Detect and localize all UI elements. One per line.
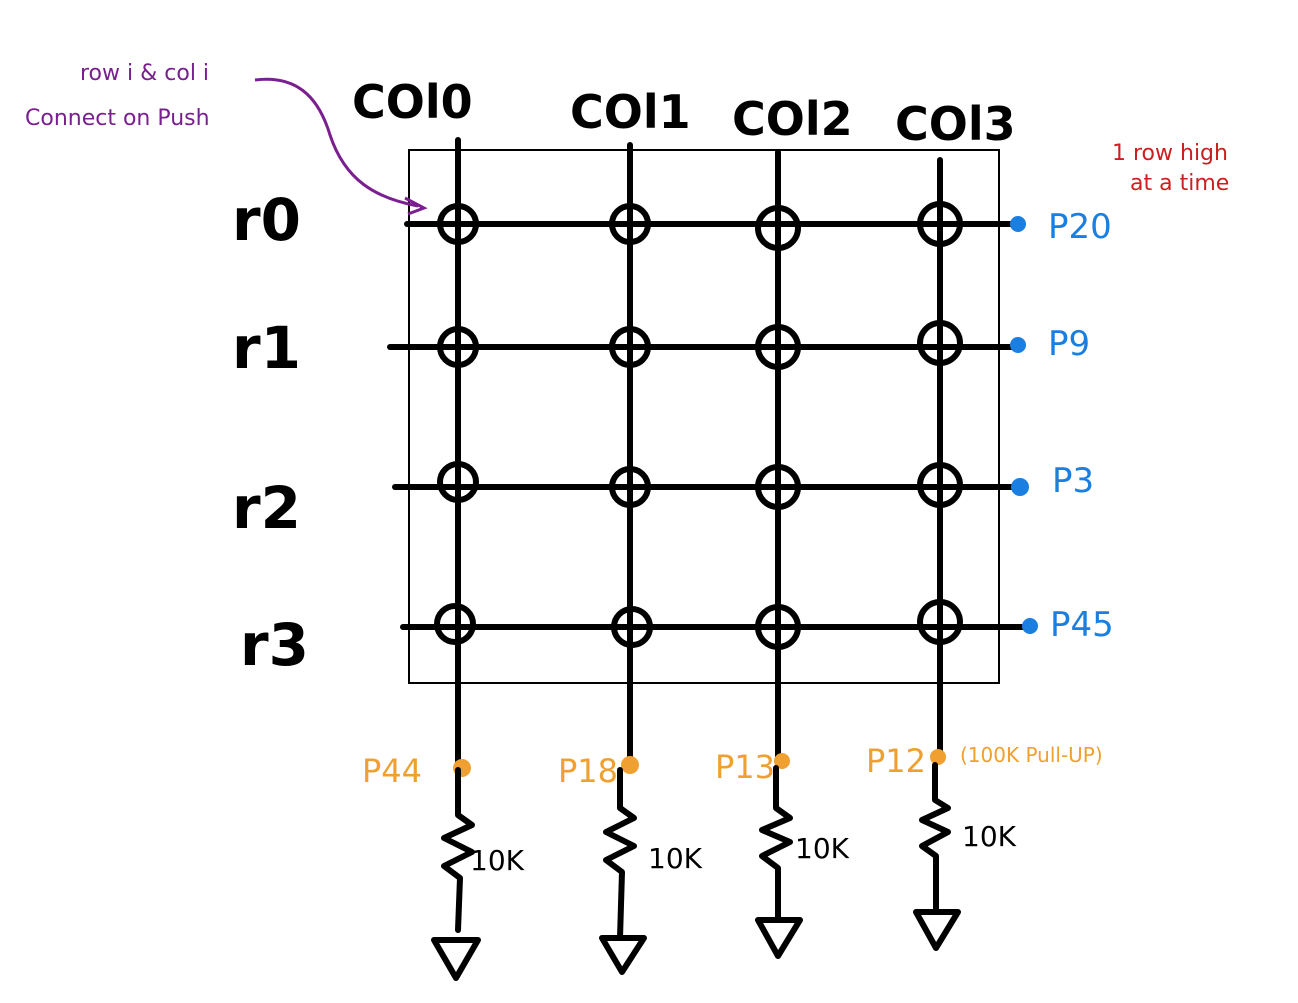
row-label-2: r2	[232, 474, 301, 542]
switch-r3-c1	[611, 606, 653, 648]
col-label-2: COl2	[732, 92, 853, 146]
col-pin-label-2: P13	[715, 748, 775, 786]
row-label-3: r3	[240, 611, 309, 679]
col-label-1: COl1	[570, 85, 691, 139]
switch-r0-c2	[755, 205, 801, 251]
switch-r1-c3	[917, 320, 963, 366]
matrix-frame	[408, 149, 1000, 684]
resistor-3	[919, 762, 951, 913]
pullup-note: (100K Pull-UP)	[960, 743, 1103, 767]
switch-r2-c0	[437, 461, 479, 503]
row-pin-dots	[1010, 216, 1038, 634]
annotation-connect-line2: Connect on Push	[25, 106, 210, 131]
annotation-connect-line1: row i & col i	[80, 61, 209, 86]
switch-r3-c3	[917, 599, 963, 645]
ground-icon-1	[599, 935, 647, 975]
row-pin-dot-2	[1011, 478, 1029, 496]
row-pin-label-2: P3	[1052, 461, 1094, 501]
row-pin-label-1: P9	[1048, 324, 1090, 364]
resistor-2	[759, 765, 793, 921]
switch-r0-c3	[917, 201, 963, 247]
pulldown-resistors	[441, 762, 951, 941]
row-pin-dot-0	[1010, 216, 1026, 232]
switch-r1-c1	[609, 326, 651, 368]
row-label-0: r0	[232, 186, 301, 254]
resistor-label-0: 10K	[470, 844, 525, 877]
ground-icon-3	[913, 909, 961, 951]
switch-nodes	[434, 201, 963, 650]
switch-r2-c2	[755, 464, 801, 510]
annotation-row-line2: at a time	[1130, 171, 1229, 196]
row-pin-label-3: P45	[1050, 605, 1114, 645]
col-pin-dot-1	[621, 756, 639, 774]
row-label-1: r1	[232, 314, 301, 382]
switch-r1-c0	[437, 326, 479, 368]
col-pin-dot-3	[930, 749, 946, 765]
ground-icon-0	[431, 937, 481, 981]
annotation-arrowhead-icon	[404, 196, 428, 216]
resistor-label-2: 10K	[795, 832, 850, 865]
resistor-0	[441, 767, 475, 933]
col-label-0: COl0	[352, 75, 473, 129]
col-pin-label-1: P18	[558, 752, 618, 790]
col-pin-label-3: P12	[866, 742, 926, 780]
resistor-1	[603, 767, 637, 941]
switch-r2-c3	[917, 462, 963, 508]
row-lines	[387, 221, 1028, 630]
switch-r3-c2	[755, 604, 801, 650]
resistor-label-1: 10K	[648, 842, 703, 875]
ground-icon-2	[755, 917, 803, 959]
ground-symbols	[431, 909, 961, 981]
switch-r3-c0	[434, 603, 476, 645]
switch-r2-c1	[609, 466, 651, 508]
col-pin-label-0: P44	[362, 752, 422, 790]
col-label-3: COl3	[895, 97, 1016, 151]
resistor-label-3: 10K	[962, 820, 1017, 853]
col-pin-dot-2	[774, 753, 790, 769]
row-pin-label-0: P20	[1048, 207, 1112, 247]
annotation-row-line1: 1 row high	[1112, 141, 1228, 166]
switch-r1-c2	[755, 324, 801, 370]
column-lines	[455, 137, 943, 768]
row-pin-dot-3	[1022, 618, 1038, 634]
annotation-arrow	[254, 77, 419, 208]
row-pin-dot-1	[1010, 337, 1026, 353]
switch-r0-c0	[437, 203, 479, 245]
switch-r0-c1	[609, 203, 651, 245]
